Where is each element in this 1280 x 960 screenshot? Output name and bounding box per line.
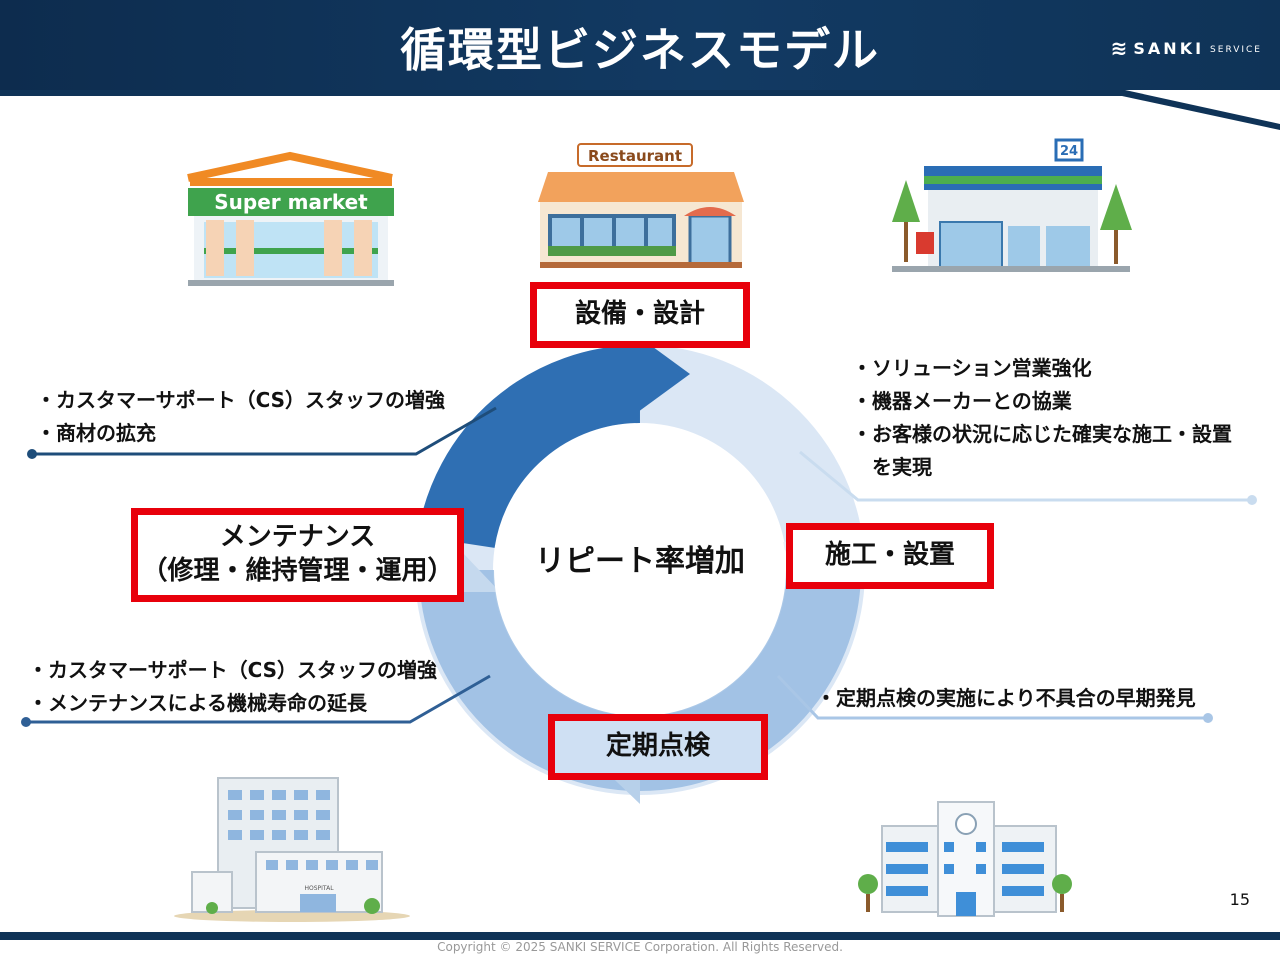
logo-icon: ≋ (1110, 36, 1128, 60)
stage-design-box: 設備・設計 (530, 282, 750, 348)
stage-install-box: 施工・設置 (786, 523, 994, 589)
page-title: 循環型ビジネスモデル (400, 23, 880, 77)
note-top-left: ・カスタマーサポート（CS）スタッフの増強 ・商材の拡充 (36, 384, 445, 450)
hospital-sign: HOSPITAL (304, 885, 334, 892)
stage-install-label: 施工・設置 (824, 540, 955, 571)
note-line: ・商材の拡充 (36, 421, 156, 445)
cycle-center-label: リピート率増加 (535, 544, 745, 579)
note-line: ・カスタマーサポート（CS）スタッフの増強 (36, 388, 446, 412)
copyright-footer: Copyright © 2025 SANKI SERVICE Corporati… (437, 940, 843, 954)
restaurant-illustration: Restaurant (538, 143, 744, 268)
stage-inspect-label: 定期点検 (605, 731, 710, 762)
note-line: ・ソリューション営業強化 (852, 356, 1092, 380)
note-line: ・定期点検の実施により不具合の早期発見 (816, 686, 1196, 710)
header-bar: 循環型ビジネスモデル ≋ SANKI SERVICE (0, 0, 1280, 90)
stage-maintenance-label: メンテナンス (219, 522, 376, 553)
note-bottom-left: ・カスタマーサポート（CS）スタッフの増強 ・メンテナンスによる機械寿命の延長 (28, 654, 437, 720)
note-line: ・機器メーカーとの協業 (852, 389, 1072, 413)
company-logo: ≋ SANKI SERVICE (1111, 36, 1262, 60)
footer-bar (0, 932, 1280, 940)
supermarket-illustration: Super market (187, 151, 394, 286)
stage-maintenance-box: メンテナンス （修理・維持管理・運用） (131, 508, 464, 602)
convenience-store-sign: 24 (1060, 144, 1078, 159)
convenience-store-illustration: 24 (892, 138, 1132, 272)
logo-sub: SERVICE (1210, 45, 1262, 55)
page-number: 15 (1229, 890, 1250, 909)
note-line: を実現 (852, 455, 932, 479)
school-illustration (858, 801, 1072, 917)
hospital-illustration: HOSPITAL (174, 777, 410, 922)
note-top-right: ・ソリューション営業強化 ・機器メーカーとの協業 ・お客様の状況に応じた確実な施… (852, 352, 1232, 484)
stage-design-label: 設備・設計 (574, 299, 705, 330)
header-accent-line (0, 90, 1280, 130)
restaurant-sign: Restaurant (588, 147, 682, 165)
stage-inspect-box: 定期点検 (548, 714, 768, 780)
note-line: ・お客様の状況に応じた確実な施工・設置 (852, 422, 1232, 446)
note-line: ・メンテナンスによる機械寿命の延長 (28, 691, 367, 715)
stage-maintenance-sublabel: （修理・維持管理・運用） (141, 556, 454, 586)
note-bottom-right: ・定期点検の実施により不具合の早期発見 (816, 682, 1196, 715)
logo-name: SANKI (1133, 38, 1205, 58)
supermarket-sign: Super market (214, 190, 368, 214)
note-line: ・カスタマーサポート（CS）スタッフの増強 (28, 658, 438, 682)
